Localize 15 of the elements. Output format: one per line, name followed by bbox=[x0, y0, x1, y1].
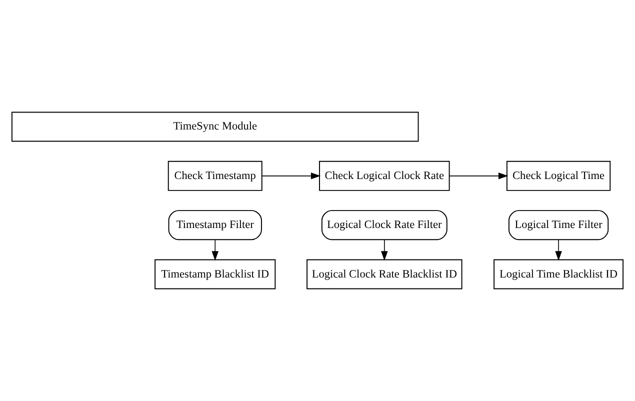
node-box: Logical Clock Rate Filter bbox=[321, 210, 448, 240]
node-box: Logical Time Blacklist ID bbox=[494, 259, 624, 290]
arrow bbox=[448, 172, 508, 180]
node-box: Timestamp Blacklist ID bbox=[154, 259, 276, 290]
node-box: Check Logical Time bbox=[506, 160, 611, 191]
node-box: Logical Time Filter bbox=[508, 210, 609, 240]
arrow bbox=[262, 172, 321, 180]
node-box: TimeSync Module bbox=[11, 112, 419, 142]
node-box: Timestamp Filter bbox=[168, 210, 262, 240]
node-box: Check Timestamp bbox=[168, 160, 262, 191]
node-box: Check Logical Clock Rate bbox=[319, 160, 450, 191]
arrow bbox=[555, 239, 562, 261]
arrow bbox=[212, 239, 218, 261]
node-box: Logical Clock Rate Blacklist ID bbox=[306, 259, 462, 290]
arrow bbox=[381, 239, 388, 261]
